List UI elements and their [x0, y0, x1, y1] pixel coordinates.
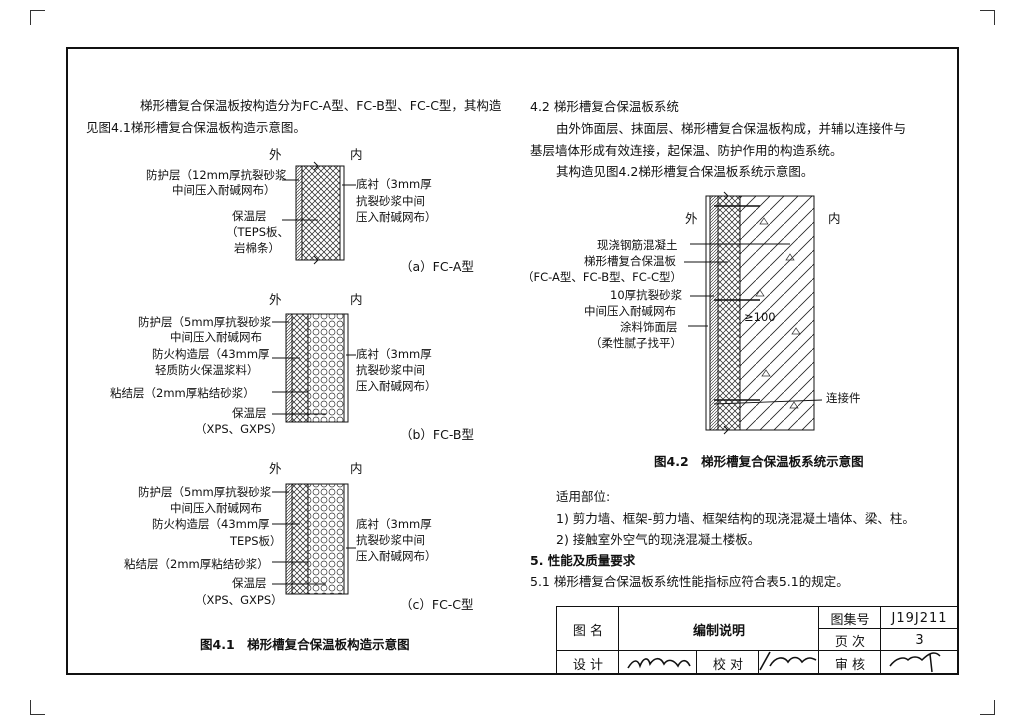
fig-b-section [272, 313, 356, 423]
drawing-title: 编制说明 [692, 623, 745, 639]
fig-41-caption: 图4.1 梯形槽复合保温板构造示意图 [200, 637, 410, 652]
fig-b-label: （XPS、GXPS） [195, 422, 283, 436]
fig-a-label: 保温层 [232, 209, 267, 223]
fig-a-inner-label: 内 [350, 147, 363, 162]
signature-check [759, 651, 817, 671]
drawing-frame [66, 47, 959, 675]
fig-b-caption: （b）FC-B型 [400, 427, 474, 442]
fig-b-label: 压入耐碱网布） [356, 379, 437, 393]
fig-b-label: 粘结层（2mm厚粘结砂浆） [110, 386, 255, 400]
title-block: 图 名 编制说明 图集号 J19J211 页 次 3 设 计 校 对 审 核 [556, 606, 958, 675]
fig-a-section [282, 161, 356, 265]
fig-42-label: 中间压入耐碱网布 [584, 304, 676, 318]
check-label: 校 对 [712, 657, 744, 673]
fig-42-label: 梯形槽复合保温板 [584, 254, 676, 268]
section-42-para: 由外饰面层、抹面层、梯形槽复合保温板构成，并辅以连接件与 [556, 121, 907, 136]
fig-a-label: 压入耐碱网布） [356, 210, 437, 224]
fig-c-label: 中间压入耐碱网布 [170, 501, 262, 515]
crop-mark [30, 700, 45, 715]
fig-42-caption: 图4.2 梯形槽复合保温板系统示意图 [654, 454, 864, 469]
section-42-para: 基层墙体形成有效连接，起保温、防护作用的构造系统。 [530, 143, 843, 158]
fig-a-label: 抗裂砂浆中间 [356, 194, 425, 208]
fig-a-label: 防护层（12mm厚抗裂砂浆 [146, 168, 287, 182]
fig-b-label: 抗裂砂浆中间 [356, 363, 425, 377]
fig-a-label: （TEPS板、 [226, 225, 290, 239]
intro-line2: 见图4.1梯形槽复合保温板构造示意图。 [86, 120, 306, 135]
fig-42-connector-label: 连接件 [826, 391, 861, 405]
fig-c-label: 保温层 [232, 576, 267, 590]
crop-mark [980, 10, 995, 25]
fig-42-label: （FC-A型、FC-B型、FC-C型） [522, 270, 683, 284]
fig-b-outer-label: 外 [269, 292, 282, 307]
fig-42-label: 涂料饰面层 [620, 320, 678, 334]
fig-a-outer-label: 外 [269, 147, 282, 162]
fig-42-label: （柔性腻子找平） [590, 336, 682, 350]
atlas-number-label: 图集号 [830, 612, 870, 628]
fig-c-label: 底衬（3mm厚 [356, 517, 432, 531]
title-label: 图 名 [572, 623, 604, 639]
page-number: 3 [915, 632, 924, 648]
fig-b-label: 防火构造层（43mm厚 [152, 347, 270, 361]
section-5-heading: 5. 性能及质量要求 [530, 553, 636, 568]
fig-42-inner-label: 内 [828, 211, 841, 226]
usage-item: 2) 接触室外空气的现浇混凝土楼板。 [556, 532, 761, 547]
usage-title: 适用部位: [556, 489, 611, 504]
fig-c-outer-label: 外 [269, 461, 282, 476]
fig-b-label: 轻质防火保温浆料） [155, 363, 259, 377]
fig-42-dimension: ≥100 [744, 310, 776, 324]
fig-c-label: TEPS板） [230, 534, 282, 548]
fig-a-label: 岩棉条） [234, 241, 280, 255]
usage-item: 1) 剪力墙、框架-剪力墙、框架结构的现浇混凝土墙体、梁、柱。 [556, 511, 915, 526]
crop-mark [30, 10, 45, 25]
fig-42-label: 10厚抗裂砂浆 [610, 288, 683, 302]
fig-42-outer-label: 外 [685, 211, 698, 226]
fig-b-label: 底衬（3mm厚 [356, 347, 432, 361]
fig-42-wall-section [684, 191, 823, 435]
section-51-text: 5.1 梯形槽复合保温板系统性能指标应符合表5.1的规定。 [530, 574, 849, 589]
fig-b-inner-label: 内 [350, 292, 363, 307]
fig-c-label: （XPS、GXPS） [195, 593, 283, 607]
section-42-heading: 4.2 梯形槽复合保温板系统 [530, 99, 679, 114]
fig-a-label: 中间压入耐碱网布） [172, 183, 276, 197]
fig-42-label: 现浇钢筋混凝土 [597, 238, 678, 252]
fig-c-label: 防护层（5mm厚抗裂砂浆 [138, 485, 272, 499]
fig-c-label: 防火构造层（43mm厚 [152, 517, 270, 531]
review-label: 审 核 [834, 657, 866, 673]
intro-line1: 梯形槽复合保温板按构造分为FC-A型、FC-B型、FC-C型，其构造 [140, 98, 502, 113]
fig-c-label: 粘结层（2mm厚粘结砂浆） [124, 557, 269, 571]
signature-review [889, 652, 941, 673]
signature-design [627, 657, 691, 669]
fig-b-label: 中间压入耐碱网布 [170, 330, 262, 344]
fig-c-caption: （c）FC-C型 [400, 597, 474, 612]
fig-c-label: 抗裂砂浆中间 [356, 533, 425, 547]
section-42-para: 其构造见图4.2梯形槽复合保温板系统示意图。 [556, 164, 814, 179]
fig-c-section [272, 483, 356, 595]
fig-c-inner-label: 内 [350, 461, 363, 476]
fig-b-label: 保温层 [232, 406, 267, 420]
crop-mark [980, 700, 995, 715]
page-label: 页 次 [834, 634, 866, 650]
atlas-number: J19J211 [891, 610, 948, 626]
fig-c-label: 压入耐碱网布） [356, 549, 437, 563]
fig-a-caption: （a）FC-A型 [400, 259, 474, 274]
fig-b-label: 防护层（5mm厚抗裂砂浆 [138, 315, 272, 329]
design-label: 设 计 [572, 657, 604, 673]
fig-a-label: 底衬（3mm厚 [356, 177, 432, 191]
